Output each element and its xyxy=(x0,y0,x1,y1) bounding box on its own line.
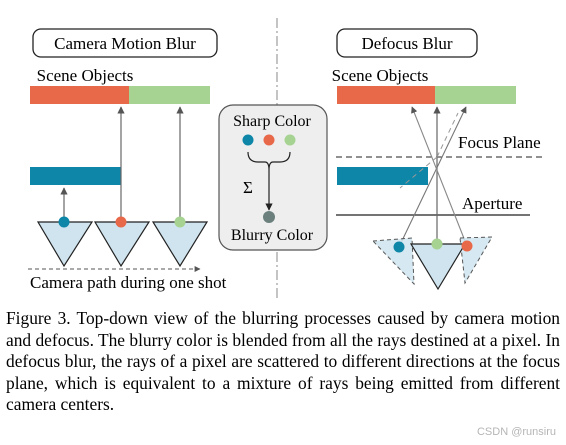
scene-object-red-right xyxy=(337,86,435,104)
pixel-red-left xyxy=(115,216,127,228)
camera-right-shifted-left xyxy=(371,237,415,286)
ray-right-dashed-2 xyxy=(399,156,438,189)
camera-right-main xyxy=(409,243,467,291)
scene-objects-label-left: Scene Objects xyxy=(37,66,134,85)
right-title-box xyxy=(336,28,478,58)
camera-left-3 xyxy=(151,221,209,268)
figure-diagram: Camera Motion Blur Scene Objects Camera … xyxy=(28,18,546,298)
sharp-color-green xyxy=(284,134,296,146)
sharp-color-label: Sharp Color xyxy=(233,113,311,130)
pixel-green-left xyxy=(174,216,186,228)
sigma-symbol: Σ xyxy=(243,178,253,197)
camera-left-2 xyxy=(93,221,151,268)
blurry-color-label: Blurry Color xyxy=(231,227,314,244)
sharp-color-blue xyxy=(242,134,254,146)
pixel-blue-left xyxy=(58,216,70,228)
focus-plane-label: Focus Plane xyxy=(458,133,541,152)
sharp-color-red xyxy=(263,134,275,146)
left-panel-title: Camera Motion Blur xyxy=(54,34,196,53)
figure-caption: Figure 3. Top-down view of the blurring … xyxy=(6,308,560,414)
pixel-blue-right xyxy=(393,241,405,253)
watermark: CSDN @runsiru xyxy=(476,426,556,438)
ray-right-blue xyxy=(398,106,467,248)
camera-path-label: Camera path during one shot xyxy=(30,273,227,292)
left-title-box xyxy=(32,28,218,58)
ray-right-red xyxy=(411,106,468,247)
right-panel-title: Defocus Blur xyxy=(361,34,452,53)
scene-objects-label-right: Scene Objects xyxy=(332,66,429,85)
scene-object-green-left xyxy=(129,86,210,104)
pixel-red-right xyxy=(461,240,473,252)
blurry-color-dot xyxy=(263,211,275,223)
aperture-label: Aperture xyxy=(462,194,522,213)
camera-left-1 xyxy=(36,221,94,268)
pixel-green-right xyxy=(431,238,443,250)
scene-object-green-right xyxy=(435,86,516,104)
ray-right-dashed-1 xyxy=(436,112,459,158)
scene-object-red-left xyxy=(30,86,129,104)
occluder-blue-left xyxy=(30,167,121,185)
occluder-blue-right xyxy=(337,167,428,185)
